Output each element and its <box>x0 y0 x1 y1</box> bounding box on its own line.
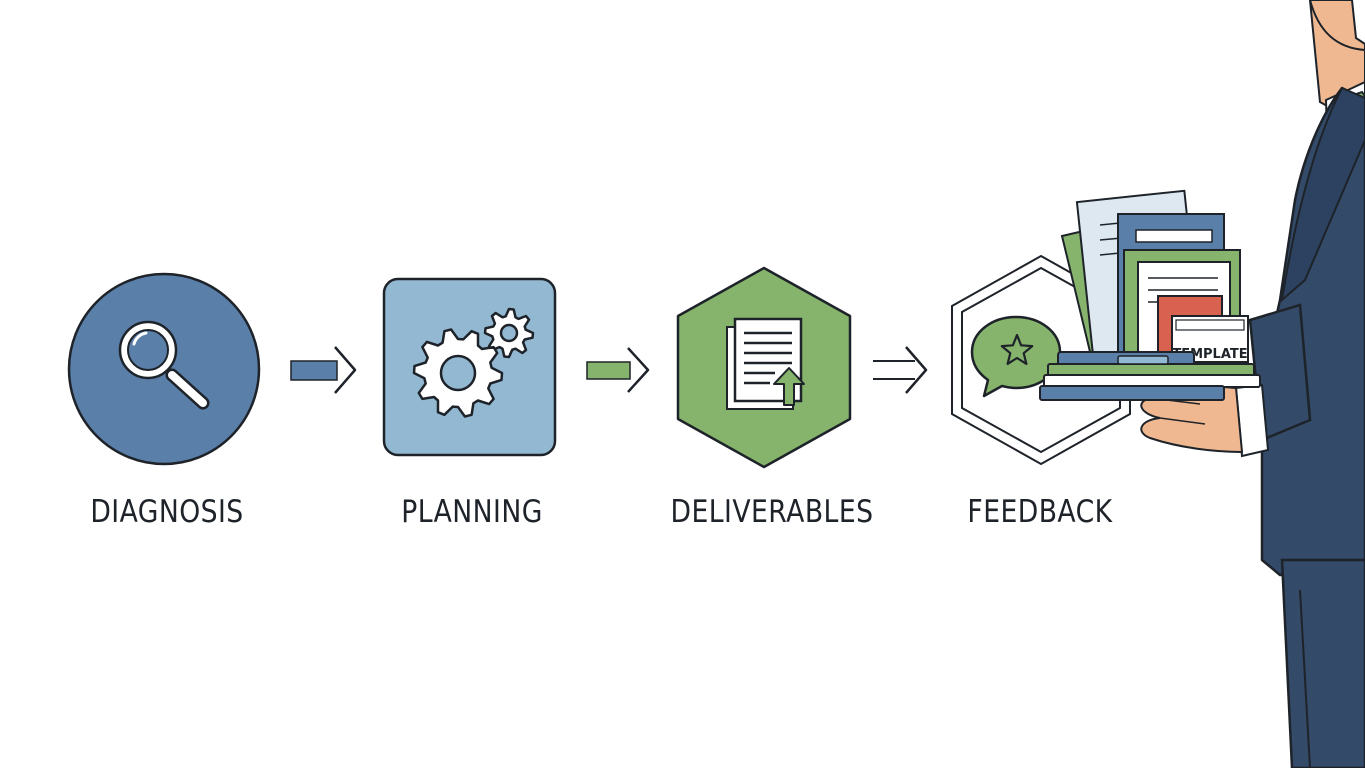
planning-label: PLANNING <box>401 494 543 530</box>
arrow-2 <box>586 347 650 393</box>
feedback-label: FEEDBACK <box>967 494 1113 530</box>
deliverables-label: DELIVERABLES <box>670 494 874 530</box>
planning-node <box>382 277 557 457</box>
document-stack: TEMPLATE <box>1039 189 1261 401</box>
star-speech-bubble-icon <box>970 315 1062 398</box>
gears-icon <box>412 307 535 418</box>
diagnosis-label: DIAGNOSIS <box>90 494 244 530</box>
businessman-figure <box>1138 0 1365 768</box>
document-upload-icon <box>726 317 805 410</box>
deliverables-node <box>676 266 852 469</box>
arrow-1 <box>290 346 357 394</box>
arrow-3 <box>873 346 928 394</box>
diagnosis-node <box>67 272 261 466</box>
magnifier-icon <box>118 320 210 410</box>
